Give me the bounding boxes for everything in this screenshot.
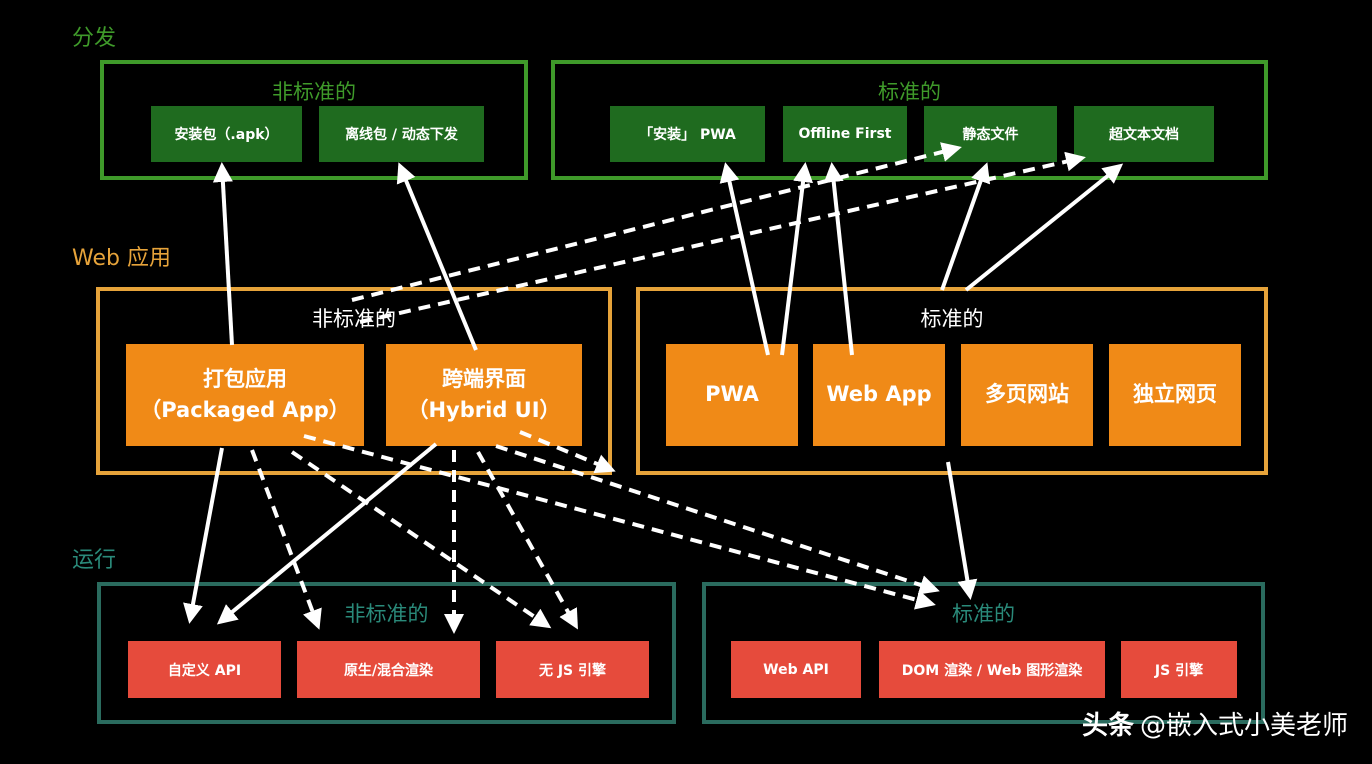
section-label-distribution: 分发 [72, 26, 117, 51]
arrow-standard-to-hypertext [964, 163, 1124, 292]
group-title: 非标准的 [272, 80, 356, 104]
distribution-install-pwa-box: 「安装」 PWA [610, 106, 765, 162]
webapp-pwa-box: PWA [666, 344, 798, 446]
webapp-multipage-site-box: 多页网站 [961, 344, 1093, 446]
distribution-static-files-box: 静态文件 [924, 106, 1057, 162]
runtime-no-js-engine-box: 无 JS 引擎 [496, 641, 649, 698]
arrow-standard-to-static [940, 162, 991, 291]
webapp-nonstandard-group: 非标准的 打包应用 （Packaged App） 跨端界面 （Hybrid UI… [96, 287, 612, 475]
group-title: 标准的 [920, 307, 984, 331]
runtime-custom-api-box: 自定义 API [128, 641, 281, 698]
webapp-hybrid-ui-box: 跨端界面 （Hybrid UI） [386, 344, 582, 446]
group-title: 标准的 [952, 602, 1015, 626]
webapp-web-app-box: Web App [813, 344, 945, 446]
section-label-webapp: Web 应用 [72, 246, 171, 271]
distribution-offline-package-box: 离线包 / 动态下发 [319, 106, 484, 162]
packaged-app-line2: （Packaged App） [140, 398, 350, 422]
runtime-dom-render-box: DOM 渲染 / Web 图形渲染 [879, 641, 1105, 698]
arrow-standard-to-dom-render [946, 461, 978, 600]
group-title: 非标准的 [312, 307, 396, 331]
hybrid-ui-line2: （Hybrid UI） [407, 398, 561, 422]
watermark: 头条@嵌入式小美老师 [1082, 705, 1348, 742]
runtime-nonstandard-group: 非标准的 自定义 API 原生/混合渲染 无 JS 引擎 [97, 582, 676, 724]
runtime-native-hybrid-render-box: 原生/混合渲染 [297, 641, 480, 698]
watermark-brand: 头条 [1081, 711, 1134, 741]
packaged-app-line1: 打包应用 [203, 366, 287, 391]
runtime-js-engine-box: JS 引擎 [1121, 641, 1237, 698]
group-title: 非标准的 [344, 602, 429, 626]
section-label-runtime: 运行 [72, 548, 117, 573]
distribution-apk-box: 安装包（.apk） [151, 106, 302, 162]
distribution-offline-first-box: Offline First [783, 106, 907, 162]
distribution-standard-group: 标准的 「安装」 PWA Offline First 静态文件 超文本文档 [551, 60, 1268, 180]
distribution-nonstandard-group: 非标准的 安装包（.apk） 离线包 / 动态下发 [100, 60, 528, 180]
hybrid-ui-line1: 跨端界面 [442, 366, 526, 391]
webapp-standard-group: 标准的 PWA Web App 多页网站 独立网页 [636, 287, 1268, 475]
runtime-web-api-box: Web API [731, 641, 861, 698]
distribution-hypertext-box: 超文本文档 [1074, 106, 1214, 162]
webapp-standalone-page-box: 独立网页 [1109, 344, 1241, 446]
runtime-standard-group: 标准的 Web API DOM 渲染 / Web 图形渲染 JS 引擎 [702, 582, 1265, 724]
group-title: 标准的 [878, 80, 941, 104]
watermark-author: @嵌入式小美老师 [1139, 711, 1348, 741]
webapp-packaged-app-box: 打包应用 （Packaged App） [126, 344, 364, 446]
